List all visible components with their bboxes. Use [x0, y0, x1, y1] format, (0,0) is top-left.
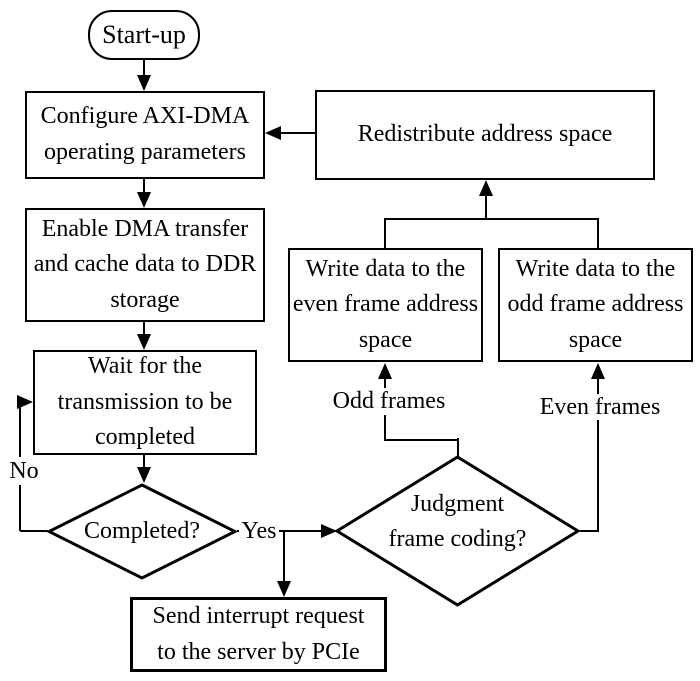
enable-node: Enable DMA transfer and cache data to DD… [25, 208, 265, 322]
arrowhead-down-icon [137, 467, 151, 483]
edge-line [383, 217, 600, 221]
edge-line [279, 131, 316, 135]
judgment-decision-label: Judgment frame coding? [388, 491, 527, 552]
edge-line [580, 529, 599, 533]
arrowhead-up-icon [591, 363, 605, 379]
judgment-decision-node: Judgment frame coding? [335, 455, 580, 607]
edge-line [383, 218, 387, 248]
send-interrupt-node: Send interrupt request to the server by … [130, 597, 387, 672]
arrowhead-down-icon [137, 192, 151, 208]
arrowhead-right-icon [321, 524, 337, 538]
wait-node: Wait for the transmission to be complete… [33, 350, 257, 455]
edge-line [484, 195, 488, 219]
configure-node: Configure AXI-DMA operating parameters [25, 91, 265, 179]
edge-line [237, 529, 322, 533]
arrowhead-down-icon [277, 581, 291, 597]
edge-line [596, 218, 600, 248]
edge-label-odd-frames: Odd frames [327, 388, 451, 415]
edge-line [596, 378, 600, 531]
completed-decision-label: Completed? [84, 518, 200, 545]
arrowhead-left-icon [265, 126, 281, 140]
diamond-shape-icon [47, 483, 237, 580]
edge-line [142, 455, 146, 469]
redistribute-node: Redistribute address space [315, 90, 655, 180]
write-odd-frame-node: Write data to the odd frame address spac… [498, 248, 693, 362]
edge-line [20, 529, 48, 533]
edge-line [456, 438, 460, 457]
edge-label-no: No [4, 457, 44, 485]
start-node: Start-up [88, 10, 200, 60]
arrowhead-down-icon [137, 334, 151, 350]
edge-label-even-frames: Even frames [534, 394, 666, 420]
edge-line [142, 179, 146, 194]
arrowhead-up-icon [479, 180, 493, 196]
completed-decision-node: Completed? [47, 483, 237, 580]
edge-line [142, 322, 146, 336]
edge-label-yes: Yes [239, 517, 279, 546]
edge-line [282, 531, 286, 582]
edge-line [142, 60, 146, 77]
arrowhead-up-icon [378, 363, 392, 379]
arrowhead-right-icon [17, 395, 33, 409]
write-even-frame-node: Write data to the even frame address spa… [288, 248, 483, 362]
arrowhead-down-icon [137, 75, 151, 91]
edge-line [383, 438, 459, 442]
diamond-shape-icon [335, 455, 580, 607]
